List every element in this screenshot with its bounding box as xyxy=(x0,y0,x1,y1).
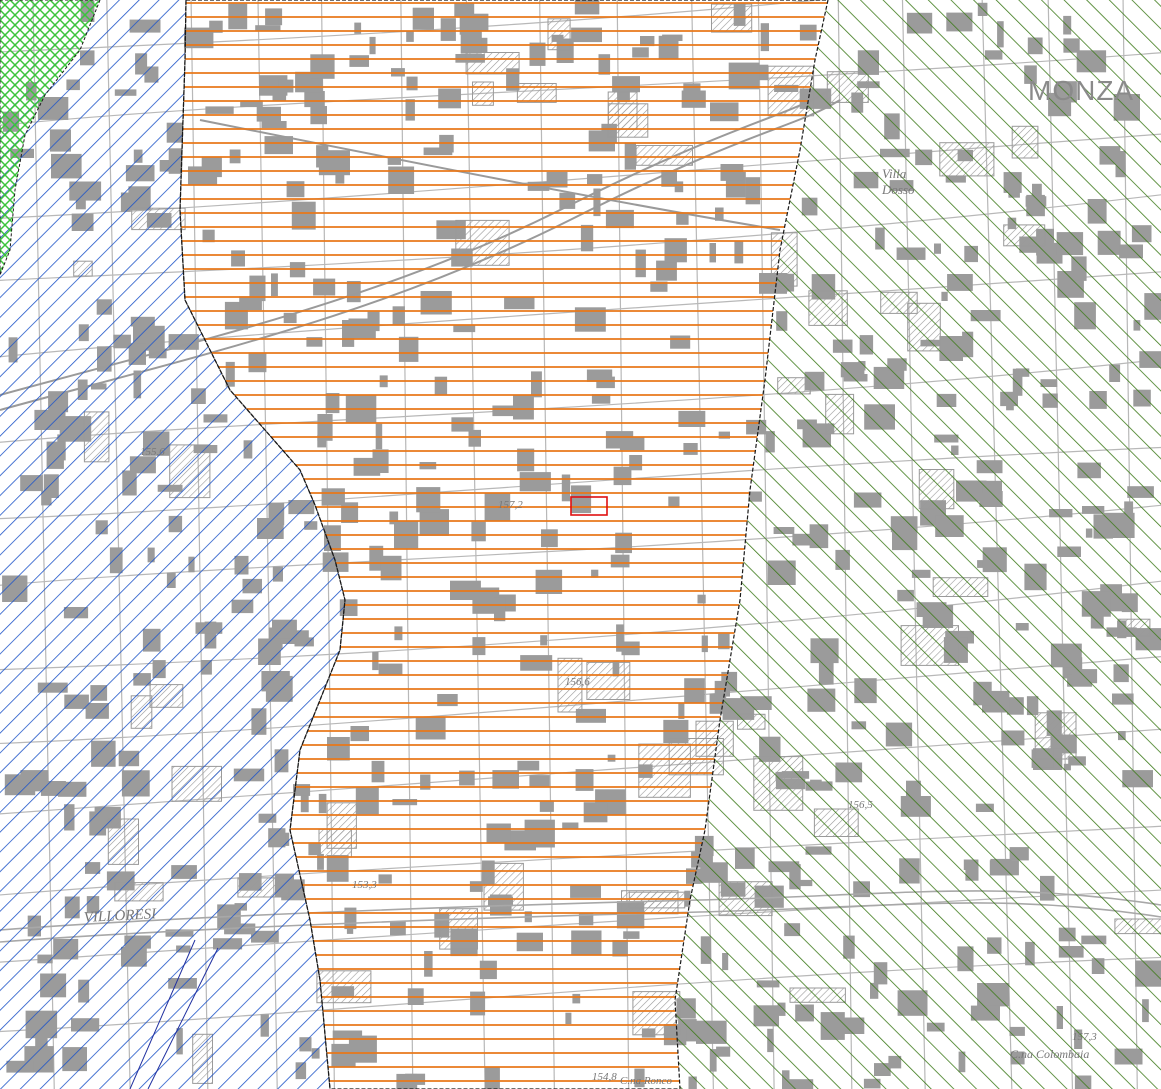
zone-green-cross[interactable] xyxy=(0,0,101,276)
elevation-label: 156,5 xyxy=(848,799,873,811)
place-label-cna-ronco: C.na Ronco xyxy=(620,1075,672,1087)
selected-parcel-highlight[interactable] xyxy=(570,496,608,516)
stream-lines xyxy=(129,939,219,1089)
elevation-label: 155,6 xyxy=(140,446,165,458)
zone-blue[interactable] xyxy=(0,0,345,1089)
zone-dark-green[interactable] xyxy=(675,0,1161,1089)
elevation-label: 154,8 xyxy=(592,1071,617,1083)
place-label-monza: MONZA xyxy=(1028,75,1134,106)
elevation-label: 157,2 xyxy=(498,499,523,511)
elevation-labels: 157,2 153,3 156,6 154,8 157,3 156,5 155,6 xyxy=(140,446,1097,1083)
place-label-cna-colombaia: C.na Colombaia xyxy=(1010,1047,1089,1061)
zone-blue-boundary xyxy=(179,0,346,1089)
place-label-villoresi: VILLORESI xyxy=(83,906,157,926)
elevation-label: 157,3 xyxy=(1072,1031,1097,1043)
elevation-label: 153,3 xyxy=(352,879,377,891)
elevation-label: 156,6 xyxy=(565,676,590,688)
